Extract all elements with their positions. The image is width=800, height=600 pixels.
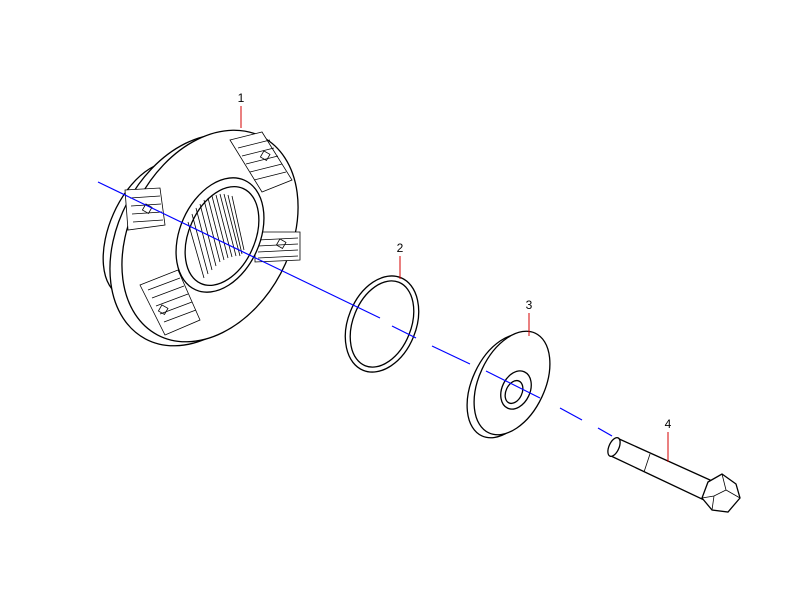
callout-1: 1 [238,91,245,128]
bolt-part [607,436,741,513]
callout-2: 2 [397,241,404,279]
flange-part [102,129,301,347]
callout-label-3: 3 [526,298,533,312]
callout-4: 4 [665,417,672,462]
callout-3: 3 [526,298,533,336]
callout-label-1: 1 [238,91,245,105]
washer-part [466,330,551,439]
center-axis [97,181,613,437]
callout-label-4: 4 [665,417,672,431]
callout-label-2: 2 [397,241,404,255]
o-ring-part [344,275,420,373]
